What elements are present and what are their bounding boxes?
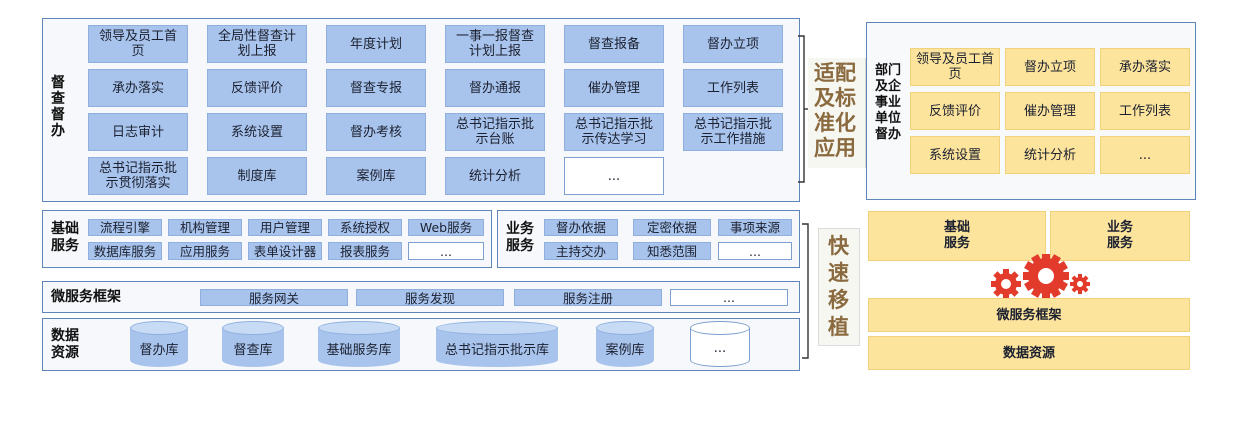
basic-service-item: 报表服务: [328, 242, 402, 260]
business-label: 业务服务: [506, 221, 534, 254]
dept-item: 反馈评价: [910, 92, 1000, 130]
data-label: 数据资源: [51, 328, 79, 361]
basic-label: 基础服务: [51, 221, 79, 254]
gears-icon: [991, 254, 1090, 299]
database-label: 基础服务库: [326, 342, 392, 358]
supervision-label: 督查督办: [51, 75, 65, 139]
dept-item: 承办落实: [1100, 48, 1190, 86]
basic-service-item: 机构管理: [168, 219, 242, 236]
adapt-text: 适配及标准化应用: [814, 61, 856, 160]
supervision-item: 总书记指示批示工作措施: [683, 113, 783, 151]
dept-item: 督办立项: [1005, 48, 1095, 86]
supervision-item: 一事一报督查计划上报: [445, 25, 545, 63]
right-business-label: 业务服务: [1106, 220, 1133, 251]
more-box: ...: [670, 289, 788, 306]
supervision-item: 总书记指示批示传达学习: [564, 113, 664, 151]
right-micro-box: 微服务框架: [868, 298, 1190, 332]
right-business-box: 业务服务: [1050, 211, 1190, 261]
basic-service-item: 应用服务: [168, 242, 242, 260]
supervision-item: 督查报备: [564, 25, 664, 63]
supervision-item: 督办立项: [683, 25, 783, 63]
dept-item: 工作列表: [1100, 92, 1190, 130]
business-service-item: 事项来源: [718, 219, 792, 236]
basic-service-item: 数据库服务: [88, 242, 162, 260]
basic-service-item: 用户管理: [248, 219, 322, 236]
database-icon: 案例库: [596, 321, 654, 367]
business-service-item: 知悉范围: [633, 242, 711, 260]
micro-service-item: 服务注册: [514, 289, 662, 306]
supervision-item: 督查专报: [326, 69, 426, 107]
basic-service-item: 流程引擎: [88, 219, 162, 236]
supervision-item: 承办落实: [88, 69, 188, 107]
supervision-item: 统计分析: [445, 157, 545, 195]
dept-item: 统计分析: [1005, 136, 1095, 174]
database-icon: 总书记指示批示库: [436, 321, 558, 367]
database-label: 案例库: [605, 342, 645, 358]
dept-label: 部门及企事业单位督办: [875, 63, 902, 142]
dept-item: 系统设置: [910, 136, 1000, 174]
basic-service-item: Web服务: [408, 219, 484, 236]
dept-item: 催办管理: [1005, 92, 1095, 130]
supervision-item: 总书记指示批示台账: [445, 113, 545, 151]
micro-service-item: 服务网关: [200, 289, 348, 306]
dept-item: 领导及员工首页: [910, 48, 1000, 86]
adapt-box: 适配及标准化应用: [808, 58, 866, 168]
database-icon: 督办库: [130, 321, 188, 367]
supervision-item: 总书记指示批示贯彻落实: [88, 157, 188, 195]
database-label: 督办库: [139, 342, 179, 358]
supervision-item: 领导及员工首页: [88, 25, 188, 63]
database-label: ...: [713, 340, 727, 356]
right-basic-label: 基础服务: [943, 220, 970, 251]
supervision-item: 案例库: [326, 157, 426, 195]
business-service-item: 督办依据: [544, 219, 618, 236]
more-box: ...: [564, 157, 664, 195]
micro-label: 微服务框架: [51, 289, 121, 305]
micro-service-item: 服务发现: [356, 289, 504, 306]
right-data-box: 数据资源: [868, 336, 1190, 370]
supervision-item: 督办考核: [326, 113, 426, 151]
right-basic-box: 基础服务: [868, 211, 1046, 261]
supervision-item: 系统设置: [207, 113, 307, 151]
database-label: 总书记指示批示库: [444, 342, 549, 358]
supervision-item: 督办通报: [445, 69, 545, 107]
supervision-item: 反馈评价: [207, 69, 307, 107]
dept-item: ...: [1100, 136, 1190, 174]
right-data-label: 数据资源: [1002, 345, 1055, 361]
database-icon: 督查库: [222, 321, 284, 367]
supervision-item: 催办管理: [564, 69, 664, 107]
supervision-item: 全局性督查计划上报: [207, 25, 307, 63]
more-box: ...: [718, 242, 792, 260]
database-icon: 基础服务库: [318, 321, 400, 367]
right-micro-label: 微服务框架: [996, 307, 1062, 323]
supervision-item: 日志审计: [88, 113, 188, 151]
database-icon: ...: [690, 321, 750, 367]
basic-service-item: 表单设计器: [248, 242, 322, 260]
business-service-item: 定密依据: [633, 219, 711, 236]
migrate-bracket-icon: [802, 223, 809, 359]
supervision-item: 年度计划: [326, 25, 426, 63]
supervision-item: 工作列表: [683, 69, 783, 107]
more-box: ...: [408, 242, 484, 260]
supervision-item: 制度库: [207, 157, 307, 195]
migrate-text: 快速移植: [828, 234, 849, 339]
database-label: 督查库: [233, 342, 273, 358]
migrate-box: 快速移植: [818, 228, 860, 346]
basic-service-item: 系统授权: [328, 219, 402, 236]
business-service-item: 主持交办: [544, 242, 618, 260]
